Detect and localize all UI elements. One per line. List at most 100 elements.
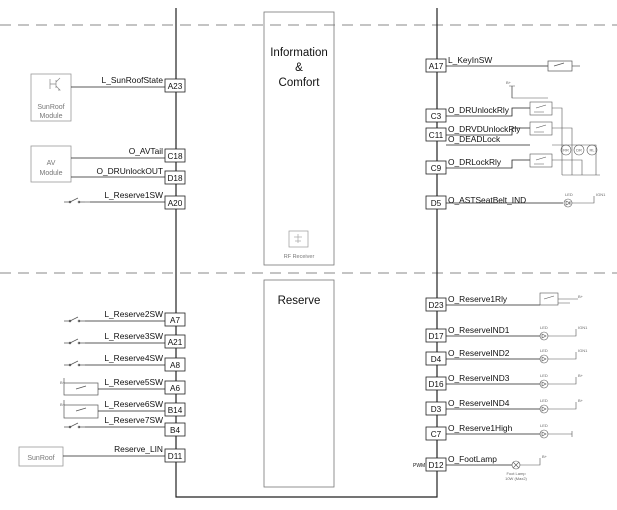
signal-o-footlamp: O_FootLamp bbox=[448, 454, 497, 464]
signal-l-reserve5sw: L_Reserve5SW bbox=[104, 377, 163, 387]
pin-box-a7 bbox=[164, 312, 186, 327]
pin-box-d11 bbox=[164, 448, 186, 463]
sunroof-module-line1: SunRoof bbox=[37, 104, 64, 111]
left-pin-labels: A23 C18 D18 A20 A7 A21 A8 A6 B14 B4 D11 bbox=[167, 82, 182, 461]
pin-box-b4 bbox=[164, 422, 186, 437]
reserve3-switch-icon bbox=[64, 338, 85, 345]
reserve-column bbox=[263, 279, 335, 488]
signal-o-reserveind3: O_ReserveIND3 bbox=[448, 373, 510, 383]
reserve6-switch-icon bbox=[63, 400, 99, 419]
reserve-ind4-led-icon bbox=[539, 402, 577, 414]
pin-box-b14 bbox=[164, 402, 186, 417]
av-module-line2: Module bbox=[40, 170, 63, 177]
pin-box-d23 bbox=[425, 297, 447, 312]
pin-d12: D12 bbox=[428, 461, 443, 470]
right-signal-labels: L_KeyInSW O_DRUnlockRly O_DRVDUnlockRly … bbox=[448, 55, 526, 464]
pin-a7: A7 bbox=[170, 316, 180, 325]
door-lock-relays bbox=[509, 85, 600, 176]
rf-receiver-label: RF Receiver bbox=[284, 254, 315, 260]
foot-lamp-label: Foot Lamp bbox=[506, 471, 526, 476]
signal-o-avtail: O_AVTail bbox=[129, 146, 163, 156]
section-title-reserve: Reserve bbox=[278, 295, 321, 307]
pin-d11: D11 bbox=[168, 452, 183, 461]
left-pin-boxes bbox=[164, 78, 186, 463]
pin-box-c7 bbox=[425, 426, 447, 441]
reserve2-switch-icon bbox=[64, 316, 85, 323]
left-wires bbox=[63, 86, 165, 457]
ind1-ign1-label: IGN1 bbox=[578, 325, 588, 330]
foot-lamp-spec-label: 10W (Max2) bbox=[505, 476, 527, 481]
pin-c3: C3 bbox=[431, 112, 442, 121]
seatbelt-ign1-label: IGN1 bbox=[596, 192, 606, 197]
pin-a17: A17 bbox=[429, 62, 444, 71]
pin-b4: B4 bbox=[170, 426, 180, 435]
av-module: AV Module bbox=[30, 145, 72, 183]
pin-box-a6 bbox=[164, 380, 186, 395]
left-signal-labels: L_SunRoofState O_AVTail O_DRUnlockOUT L_… bbox=[96, 75, 163, 454]
signal-o-drunlockrly: O_DRUnlockRly bbox=[448, 105, 510, 115]
signal-l-reserve2sw: L_Reserve2SW bbox=[104, 309, 163, 319]
motor-rr-icon bbox=[560, 144, 572, 156]
reserve1-relay-icon bbox=[539, 292, 578, 306]
pin-a6: A6 bbox=[170, 384, 180, 393]
pin-d18: D18 bbox=[167, 174, 182, 183]
left-switch-symbols bbox=[63, 197, 99, 429]
ind3-led-label: LED bbox=[540, 373, 548, 378]
pin-box-c18 bbox=[164, 148, 186, 163]
pin-box-a8 bbox=[164, 357, 186, 372]
motor-rl-icon bbox=[586, 144, 598, 156]
pin-c9: C9 bbox=[431, 164, 442, 173]
pin-box-d17 bbox=[425, 328, 447, 343]
reserve5-switch-icon bbox=[63, 378, 99, 396]
pin-box-d4 bbox=[425, 351, 447, 366]
reserve4-switch-icon bbox=[64, 360, 85, 367]
ind2-ign1-label: IGN1 bbox=[578, 348, 588, 353]
signal-l-reserve1sw: L_Reserve1SW bbox=[104, 190, 163, 200]
pin-d23: D23 bbox=[428, 301, 443, 310]
signal-o-reserveind4: O_ReserveIND4 bbox=[448, 398, 510, 408]
foot-lamp-icon bbox=[511, 458, 541, 470]
ind3-bplus-label: B+ bbox=[578, 373, 584, 378]
lock-relay-icon bbox=[529, 153, 553, 168]
signal-l-keyinsw: L_KeyInSW bbox=[448, 55, 492, 65]
reserve-indicator-leds bbox=[539, 329, 577, 439]
transistor-icon bbox=[49, 77, 61, 91]
ecu-frame bbox=[175, 8, 438, 498]
motor-dr-label: DR bbox=[576, 148, 582, 153]
signal-reserve-lin: Reserve_LIN bbox=[114, 444, 163, 454]
pin-a20: A20 bbox=[168, 199, 183, 208]
signal-l-reserve6sw: L_Reserve6SW bbox=[104, 399, 163, 409]
ind4-led-label: LED bbox=[540, 398, 548, 403]
pin-a23: A23 bbox=[168, 82, 183, 91]
sunroof-module-line2: Module bbox=[40, 113, 63, 120]
section-title-comfort: Comfort bbox=[279, 77, 321, 89]
reserve-ind3-led-icon bbox=[539, 377, 577, 389]
section-title-ampersand: & bbox=[295, 62, 303, 74]
right-pin-boxes bbox=[425, 58, 447, 472]
sunroof-label: SunRoof bbox=[27, 455, 54, 462]
pin-box-d3 bbox=[425, 401, 447, 416]
reserve5-bplus-label: B+ bbox=[60, 380, 66, 385]
pin-d16: D16 bbox=[428, 380, 443, 389]
drvd-unlock-relay-icon bbox=[529, 121, 553, 136]
unlock-relay-icon bbox=[529, 101, 553, 116]
signal-o-reserve1high: O_Reserve1High bbox=[448, 423, 513, 433]
pin-d5: D5 bbox=[431, 199, 442, 208]
pin-c7: C7 bbox=[431, 430, 442, 439]
signal-l-reserve4sw: L_Reserve4SW bbox=[104, 353, 163, 363]
pin-b14: B14 bbox=[168, 406, 183, 415]
seatbelt-led-label: LED bbox=[565, 192, 573, 197]
pin-box-a17 bbox=[425, 58, 447, 73]
reserve1-relay-bplus-label: B+ bbox=[578, 294, 584, 299]
pin-d17: D17 bbox=[428, 332, 443, 341]
pin-a8: A8 bbox=[170, 361, 180, 370]
reserve-ind2-led-icon bbox=[539, 352, 577, 364]
keyin-switch-icon bbox=[547, 60, 580, 72]
section-title-information: Information bbox=[270, 47, 328, 59]
ind4-bplus-label: B+ bbox=[578, 398, 584, 403]
pin-box-a23 bbox=[164, 78, 186, 93]
signal-o-reserve1rly: O_Reserve1Rly bbox=[448, 294, 508, 304]
pin-box-a21 bbox=[164, 334, 186, 349]
signal-o-reserveind1: O_ReserveIND1 bbox=[448, 325, 510, 335]
